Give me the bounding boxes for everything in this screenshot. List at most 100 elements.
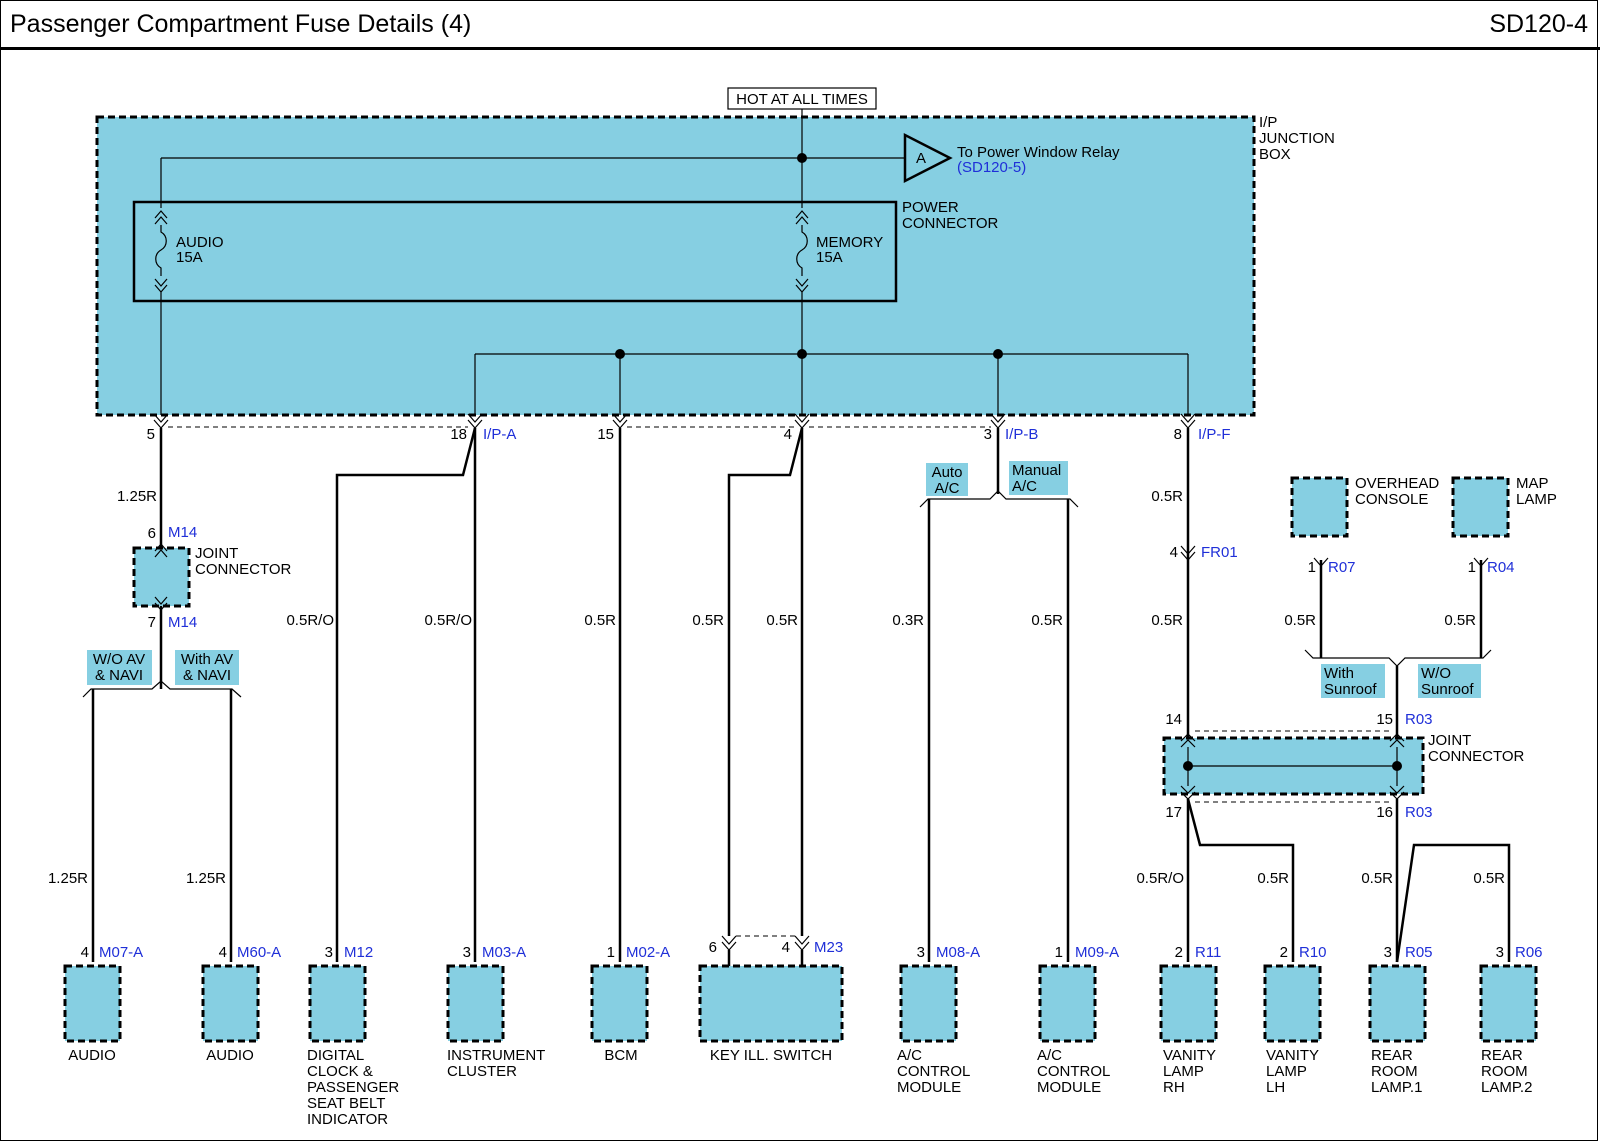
jc-label-1: JOINT [195,545,238,562]
wire-label: 0.5R [1361,870,1393,887]
jb-pin-number: 5 [147,426,155,443]
map-lamp-label-2: LAMP [1516,491,1557,508]
component-name: ROOM [1371,1063,1418,1080]
option-bg [926,463,968,496]
component-connector-id[interactable]: R11 [1195,944,1221,961]
component-connector-id[interactable]: M08-A [936,944,980,961]
vanity-lamp-lh-r10-box [1263,964,1322,1043]
wire-label: 0.5R [1284,612,1316,629]
component-pin: 1 [607,944,615,961]
component-connector-id[interactable]: R06 [1515,944,1543,961]
component-name: LAMP [1266,1063,1307,1080]
rear-room-lamp-2-r06-box [1479,964,1538,1043]
wire-label: 0.5R [584,612,616,629]
wire-label: 1.25R [117,488,157,505]
jb-connector-id[interactable]: I/P-A [483,426,516,443]
jc-r03-pin: 14 [1165,711,1182,728]
jc-r03-pin15-terminal [1389,733,1405,748]
wire-label: 0.5R [1257,870,1289,887]
junction-box-label-3: BOX [1259,146,1291,163]
wire-label: 1.25R [186,870,226,887]
jc-connector-id[interactable]: M14 [168,614,197,631]
fr01-pin-number: 4 [1170,544,1178,561]
option-with-sunroof-1: With [1324,665,1354,682]
component-connector-id[interactable]: M23 [814,939,843,956]
component-connector-id[interactable]: M09-A [1075,944,1119,961]
splice-dot [1183,761,1193,771]
top-comp-conn[interactable]: R04 [1487,559,1515,576]
component-connector-id[interactable]: M03-A [482,944,526,961]
junction-box-label-1: I/P [1259,114,1277,131]
component-connector-id[interactable]: M12 [344,944,373,961]
jb-pin-number: 3 [984,426,992,443]
bcm-m02a-box [590,964,649,1043]
jc-r03-pin14-terminal [1180,733,1196,748]
jc-label-2: CONNECTOR [195,561,292,578]
component-name: REAR [1481,1047,1523,1064]
wire-label: 0.5R [1151,612,1183,629]
power-connector-label-2: CONNECTOR [902,215,999,232]
rear-room-lamp-1-r05-box [1368,964,1427,1043]
jb-pin-number: 8 [1174,426,1182,443]
component-name: KEY ILL. SWITCH [710,1047,832,1064]
component-connector-id[interactable]: M60-A [237,944,281,961]
junction-box-label-2: JUNCTION [1259,130,1335,147]
diagram-code: SD120-4 [1489,10,1588,38]
memory-fuse-name: MEMORY [816,234,883,251]
option-manual-ac-2: A/C [1012,478,1037,495]
jc-r03-label-2: CONNECTOR [1428,748,1525,765]
component-name: AUDIO [68,1047,116,1064]
splice-dot [615,349,625,359]
component-name: CONTROL [1037,1063,1110,1080]
jc-r03-conn[interactable]: R03 [1405,804,1433,821]
component-connector-id[interactable]: M07-A [99,944,143,961]
component-connector-id[interactable]: R10 [1299,944,1327,961]
top-comp-pin: 1 [1308,559,1316,576]
title-bar: Passenger Compartment Fuse Details (4) S… [0,0,1600,50]
component-name: LAMP.2 [1481,1079,1532,1096]
component-name: VANITY [1266,1047,1319,1064]
ac-control-m09a-box [1038,964,1097,1043]
digital-clock-m12-box [308,964,367,1043]
wire-label: 0.5R [1473,870,1505,887]
option-bg [87,650,152,685]
audio-fuse-top-terminal [154,210,168,225]
option-with-av-1: With AV [181,651,233,668]
audio-m07a-box [63,964,122,1043]
jb-connector-id[interactable]: I/P-B [1005,426,1038,443]
component-name: INDICATOR [307,1111,388,1128]
jc-r03-pin: 17 [1165,804,1182,821]
key-switch-left-wire [727,427,804,936]
audio-fuse-rating: 15A [176,249,203,266]
component-name: LAMP.1 [1371,1079,1422,1096]
vanity-lamp-rh-r11-box [1159,964,1218,1043]
jc-r03-pin: 16 [1376,804,1393,821]
fr01-connector-id[interactable]: FR01 [1201,544,1238,561]
memory-fuse-icon [796,225,808,276]
component-pin: 2 [1175,944,1183,961]
jc-r03-conn[interactable]: R03 [1405,711,1433,728]
component-connector-id[interactable]: R05 [1405,944,1433,961]
component-name: REAR [1371,1047,1413,1064]
option-auto-ac-2: A/C [934,480,959,497]
option-wo-sunroof-1: W/O [1421,665,1451,682]
component-pin: 3 [325,944,333,961]
key-ill-switch-m23-box [698,964,844,1043]
map-lamp-label-1: MAP [1516,475,1549,492]
option-manual-ac-1: Manual [1012,462,1061,479]
jc-connector-id[interactable]: M14 [168,524,197,541]
rear-room-2-wire [1395,843,1511,963]
key-switch-pin4-terminal [794,935,810,951]
jb-connector-id[interactable]: I/P-F [1198,426,1231,443]
jc-r03-pin: 15 [1376,711,1393,728]
relay-reference-link[interactable]: (SD120-5) [957,159,1026,176]
sunroof-option-merge [1304,649,1492,667]
component-connector-id[interactable]: M02-A [626,944,670,961]
component-pin: 3 [917,944,925,961]
component-name: LH [1266,1079,1285,1096]
jc-m14-out-terminal [154,596,168,611]
component-name: BCM [604,1047,637,1064]
option-bg [175,650,239,685]
ip-junction-box [95,115,1256,417]
top-comp-conn[interactable]: R07 [1328,559,1356,576]
